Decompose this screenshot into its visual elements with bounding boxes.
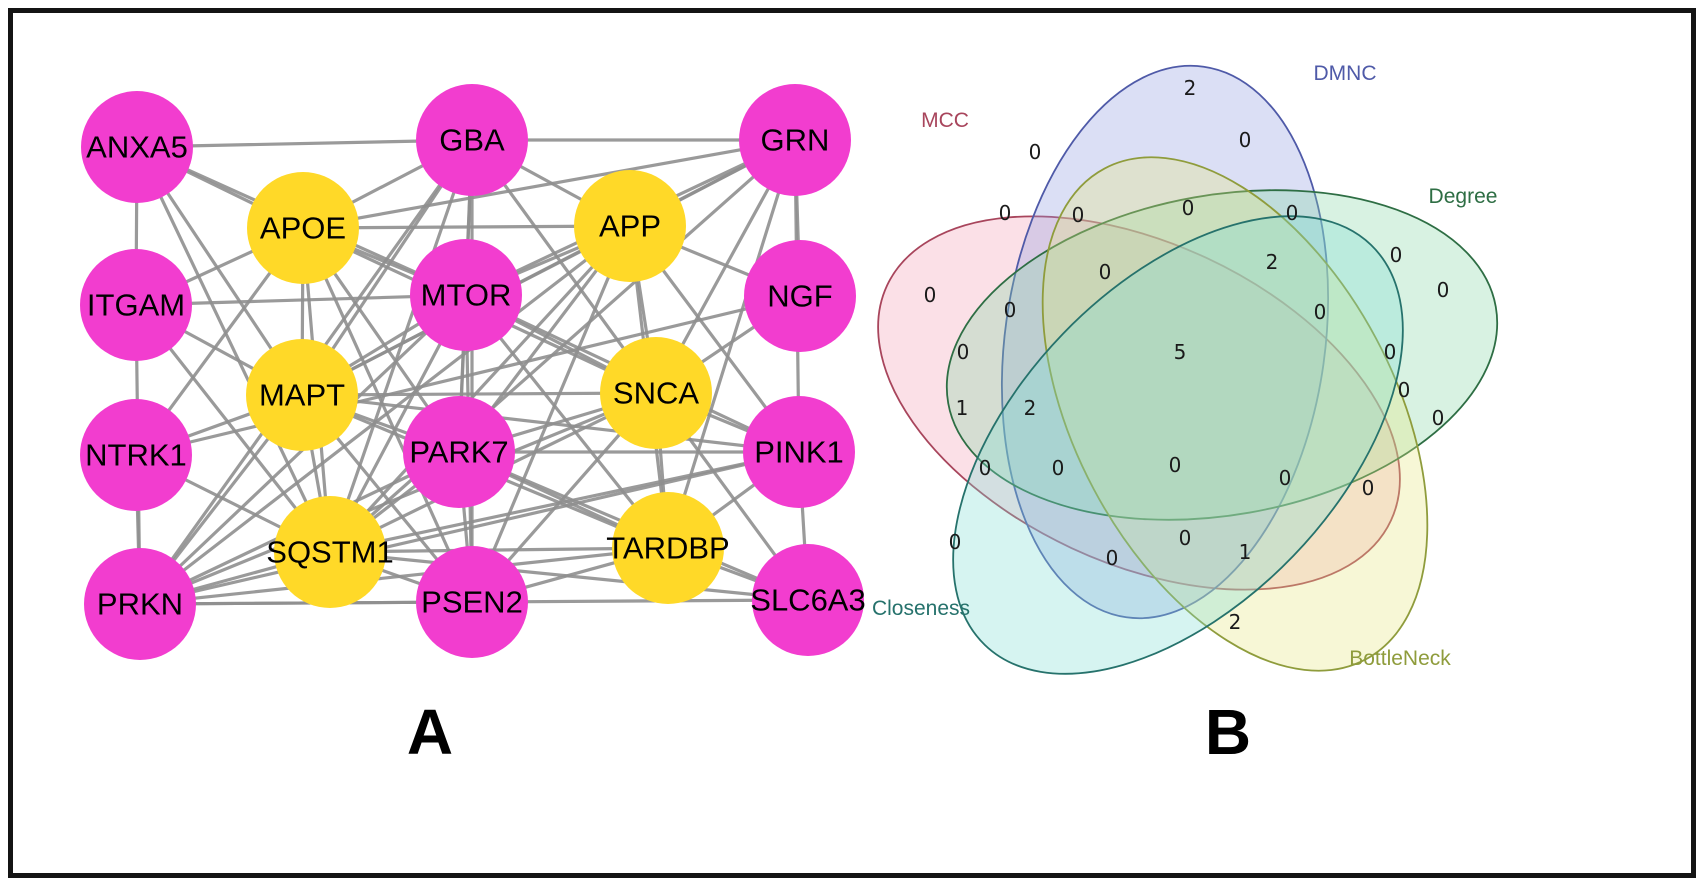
venn-region-count-9: 0: [1004, 298, 1017, 322]
venn-region-count-17: 1: [956, 396, 969, 420]
gene-node-prkn: [84, 548, 196, 660]
gene-node-apoe: [247, 172, 359, 284]
gene-node-label-mtor: MTOR: [421, 278, 512, 313]
venn-region-count-16: 0: [1384, 340, 1397, 364]
panel-b-label: B: [1204, 696, 1252, 768]
gene-node-label-apoe: APOE: [260, 211, 346, 246]
venn-region-count-8: 0: [924, 283, 937, 307]
venn-region-count-25: 0: [1362, 476, 1375, 500]
gene-node-label-gba: GBA: [439, 123, 505, 158]
venn-region-count-11: 2: [1266, 250, 1279, 274]
venn-region-count-5: 0: [1182, 196, 1195, 220]
venn-set-label-mcc: MCC: [921, 109, 969, 132]
venn-region-count-7: 0: [1390, 243, 1403, 267]
gene-node-label-mapt: MAPT: [259, 378, 345, 413]
gene-node-park7: [403, 396, 515, 508]
gene-node-ntrk1: [80, 399, 192, 511]
gene-node-label-snca: SNCA: [613, 376, 699, 411]
gene-node-itgam: [80, 249, 192, 361]
venn-region-count-24: 0: [1279, 466, 1292, 490]
venn-region-count-30: 2: [1229, 610, 1242, 634]
gene-node-label-park7: PARK7: [409, 435, 508, 470]
venn-region-count-26: 0: [949, 530, 962, 554]
venn-region-count-1: 0: [1029, 140, 1042, 164]
network-nodes-layer: [80, 84, 864, 660]
network-edge-apoe-psen2: [301, 226, 474, 604]
network-edge-pink1-sqstm1: [328, 450, 801, 554]
venn-region-count-22: 0: [1052, 456, 1065, 480]
venn-set-label-closeness: Closeness: [872, 597, 970, 620]
gene-node-label-psen2: PSEN2: [421, 585, 523, 620]
venn-region-count-0: 2: [1184, 76, 1197, 100]
venn-region-count-20: 0: [1432, 406, 1445, 430]
venn-region-count-28: 0: [1179, 526, 1192, 550]
network-edge-prkn-app: [138, 224, 632, 606]
network-edge-anxa5-sqstm1: [135, 145, 332, 554]
gene-node-label-sqstm1: SQSTM1: [266, 535, 393, 570]
venn-set-label-degree: Degree: [1429, 185, 1498, 208]
gene-node-ngf: [744, 240, 856, 352]
venn-counts-layer: 2 0 0 0 0 0 0 0 0 0 0 2 0 0 0 5 0 1 2 0 0 0 0 0 0 0 0 0 0 1 2: [924, 76, 1450, 634]
network-edge-app-sqstm1: [328, 224, 632, 554]
venn-region-count-10: 0: [1099, 260, 1112, 284]
venn-set-ellipse-bottleneck: [1041, 156, 1429, 672]
panel-a-label: A: [406, 696, 454, 768]
venn-region-count-21: 0: [979, 456, 992, 480]
gene-node-slc6a3: [752, 544, 864, 656]
gene-node-psen2: [416, 546, 528, 658]
venn-region-count-29: 1: [1239, 540, 1252, 564]
gene-node-label-itgam: ITGAM: [87, 288, 185, 323]
network-edge-apoe-grn: [301, 138, 797, 230]
gene-node-app: [574, 170, 686, 282]
gene-node-mapt: [246, 339, 358, 451]
network-node-labels-layer: ANXA5 GBA GRN APOE APP ITGAM MTOR NGF MAPT SNCA NT…: [85, 123, 866, 622]
venn-set-label-bottleneck: BottleNeck: [1349, 647, 1451, 670]
gene-node-label-prkn: PRKN: [97, 587, 183, 622]
venn-region-count-12: 0: [1314, 300, 1327, 324]
gene-node-label-app: APP: [599, 209, 661, 244]
venn-region-count-18: 2: [1024, 396, 1037, 420]
gene-node-gba: [416, 84, 528, 196]
venn-region-count-3: 0: [999, 201, 1012, 225]
gene-node-label-tardbp: TARDBP: [606, 531, 729, 566]
gene-node-pink1: [743, 396, 855, 508]
venn-region-count-4: 0: [1072, 203, 1085, 227]
venn-region-count-15: 5: [1174, 340, 1187, 364]
venn-set-ellipse-dmnc: [1001, 64, 1329, 620]
gene-node-mtor: [410, 239, 522, 351]
venn-set-ellipse-degree: [945, 189, 1499, 521]
network-edge-app-psen2: [470, 224, 632, 604]
venn-region-count-14: 0: [957, 340, 970, 364]
gene-node-label-grn: GRN: [761, 123, 830, 158]
network-edge-gba-sqstm1: [328, 138, 474, 554]
venn-region-count-2: 0: [1239, 128, 1252, 152]
gene-node-snca: [600, 337, 712, 449]
gene-node-label-anxa5: ANXA5: [86, 130, 188, 165]
gene-node-grn: [739, 84, 851, 196]
venn-region-count-6: 0: [1286, 201, 1299, 225]
gene-node-label-ntrk1: NTRK1: [85, 438, 187, 473]
venn-region-count-19: 0: [1398, 378, 1411, 402]
venn-set-ellipse-closeness: [952, 215, 1404, 675]
venn-region-count-27: 0: [1106, 546, 1119, 570]
gene-node-anxa5: [81, 91, 193, 203]
gene-node-label-ngf: NGF: [767, 279, 832, 314]
venn-set-label-dmnc: DMNC: [1314, 62, 1377, 85]
gene-node-sqstm1: [274, 496, 386, 608]
network-edge-sqstm1-tardbp: [328, 546, 670, 554]
gene-node-label-pink1: PINK1: [754, 435, 844, 470]
gene-node-tardbp: [612, 492, 724, 604]
gene-node-label-slc6a3: SLC6A3: [750, 583, 865, 618]
venn-region-count-13: 0: [1437, 278, 1450, 302]
network-edge-mapt-snca: [300, 391, 658, 397]
venn-region-count-23: 0: [1169, 453, 1182, 477]
network-edge-prkn-tardbp: [138, 546, 670, 606]
venn-ellipses-layer: [877, 64, 1499, 675]
